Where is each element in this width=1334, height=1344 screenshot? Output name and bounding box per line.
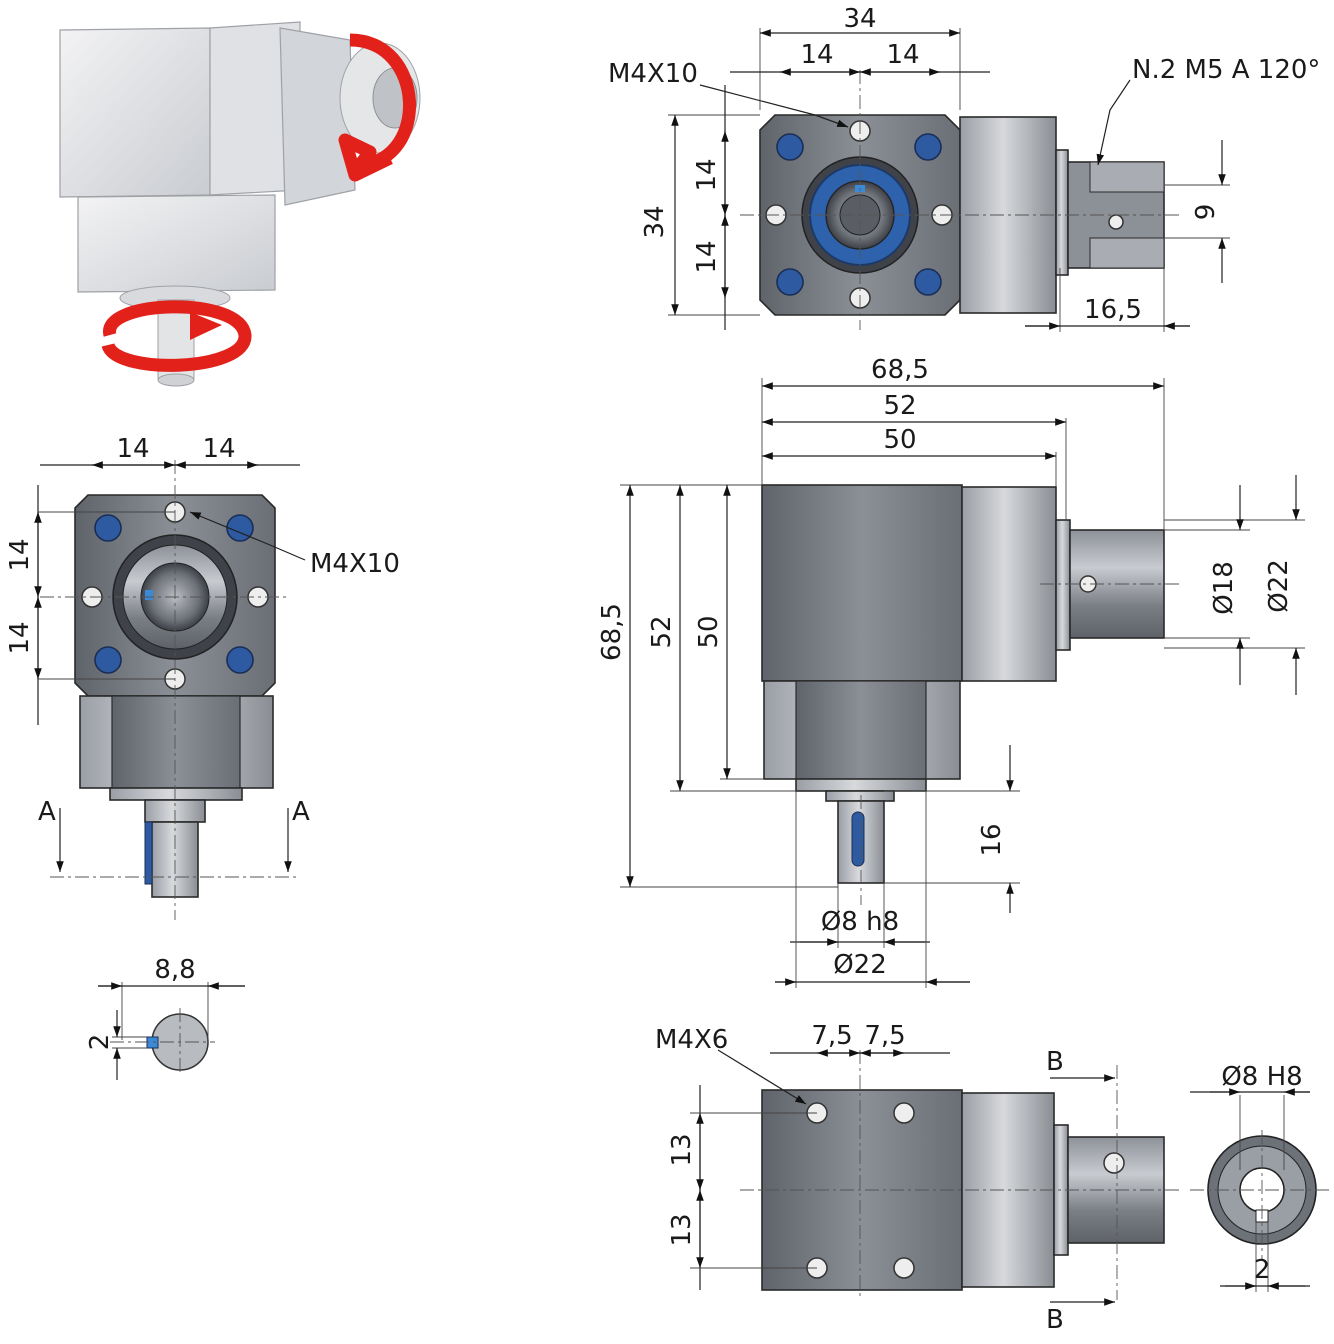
section-a-right: A	[292, 797, 310, 827]
top-dim-14-upper: 14	[692, 158, 722, 191]
bottom-dim-13-lower: 13	[667, 1213, 697, 1246]
left-dim-14-left: 14	[116, 434, 149, 464]
top-dim-14-lower: 14	[692, 240, 722, 273]
side-dim-16: 16	[977, 823, 1007, 856]
side-dim-52-len: 52	[883, 391, 916, 421]
side-dim-68-5-height: 68,5	[597, 603, 627, 661]
bottom-dim-13-upper: 13	[667, 1133, 697, 1166]
left-dim-14-lower: 14	[5, 621, 35, 654]
left-dim-14-upper: 14	[5, 538, 35, 571]
key-section-view: 8,8 2	[85, 955, 245, 1080]
top-dim-34-width: 34	[843, 4, 876, 34]
top-dim-16-5: 16,5	[1084, 295, 1142, 325]
top-thread-label: M4X10	[608, 59, 698, 89]
left-thread-label: M4X10	[310, 549, 400, 579]
hub-dim-2: 2	[1254, 1255, 1271, 1285]
front-left-view: 14 14 14 14 M4X10 A A	[5, 434, 400, 920]
side-dim-dia-22-base: Ø22	[833, 950, 887, 980]
isometric-view	[59, 21, 421, 387]
top-dim-14-right: 14	[886, 40, 919, 70]
top-dim-34-height: 34	[640, 205, 670, 238]
side-dim-52-height: 52	[647, 615, 677, 648]
section-b-top: B	[1046, 1047, 1064, 1077]
top-dim-9: 9	[1191, 204, 1221, 221]
section-b-bottom: B	[1046, 1305, 1064, 1335]
side-view: 68,5 52 50 68,5 52 50 Ø18 Ø22 16 Ø8 h8 Ø…	[597, 355, 1305, 988]
side-dim-dia-22-hub: Ø22	[1264, 559, 1294, 613]
side-dim-50-height: 50	[694, 615, 724, 648]
section-a-left: A	[38, 797, 56, 827]
bottom-dim-7-5-left: 7,5	[811, 1021, 852, 1051]
top-dim-14-left: 14	[800, 40, 833, 70]
hub-section-view: Ø8 H8 2	[1190, 1062, 1330, 1292]
hub-dim-dia-8-H8: Ø8 H8	[1221, 1062, 1302, 1092]
top-view: 34 14 14 M4X10 N.2 M5 A 120° 34 14 14 9 …	[608, 4, 1320, 332]
top-holes-note: N.2 M5 A 120°	[1132, 55, 1320, 85]
side-dim-dia-18: Ø18	[1209, 561, 1239, 615]
left-dim-14-right: 14	[202, 434, 235, 464]
key-dim-8-8: 8,8	[154, 955, 195, 985]
side-dim-68-5-len: 68,5	[871, 355, 929, 385]
key-dim-2: 2	[85, 1034, 115, 1051]
bottom-dim-7-5-right: 7,5	[864, 1021, 905, 1051]
side-dim-dia-8-h8: Ø8 h8	[821, 907, 899, 937]
bottom-thread-label: M4X6	[655, 1025, 728, 1055]
side-dim-50-len: 50	[883, 425, 916, 455]
bottom-view: M4X6 7,5 7,5 13 13 B B	[655, 1021, 1180, 1335]
